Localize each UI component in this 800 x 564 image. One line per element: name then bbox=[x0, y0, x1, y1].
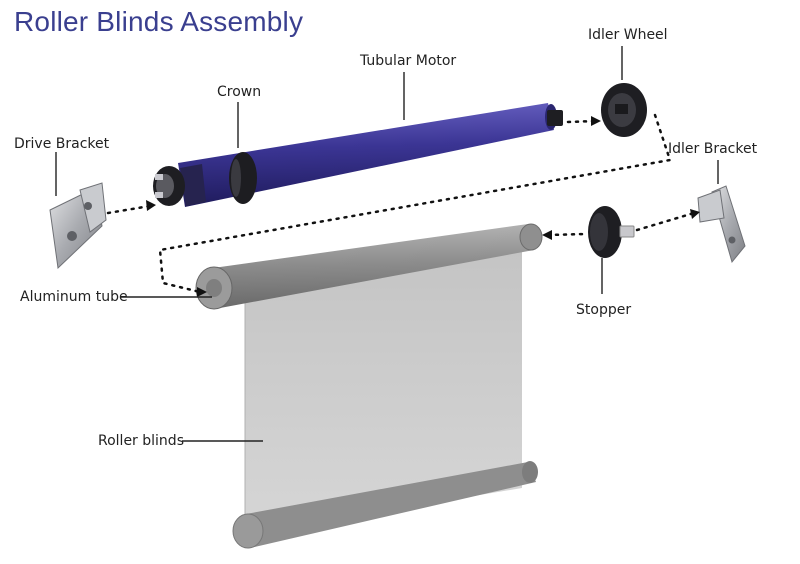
idler-wheel bbox=[601, 83, 647, 137]
label-idler-bracket: Idler Bracket bbox=[668, 141, 758, 157]
leader-lines bbox=[55, 46, 719, 442]
crown bbox=[229, 152, 257, 204]
stopper bbox=[588, 206, 635, 258]
label-crown: Crown bbox=[217, 84, 262, 100]
roller-blind-fabric bbox=[244, 247, 522, 534]
label-aluminum-tube: Aluminum tube bbox=[20, 289, 128, 305]
label-roller-blinds: Roller blinds bbox=[98, 433, 184, 449]
label-stopper: Stopper bbox=[576, 302, 632, 318]
label-tubular-motor: Tubular Motor bbox=[360, 53, 457, 69]
tubular-motor bbox=[178, 103, 563, 207]
assembly-arrowheads bbox=[146, 116, 700, 297]
bottom-bar bbox=[232, 461, 538, 549]
motor-head bbox=[153, 166, 185, 206]
drive-bracket bbox=[49, 182, 107, 270]
idler-bracket bbox=[697, 185, 746, 264]
aluminum-tube bbox=[195, 223, 543, 310]
label-idler-wheel: Idler Wheel bbox=[588, 27, 668, 43]
label-drive-bracket: Drive Bracket bbox=[14, 136, 110, 152]
diagram-title: Roller Blinds Assembly bbox=[14, 6, 304, 37]
